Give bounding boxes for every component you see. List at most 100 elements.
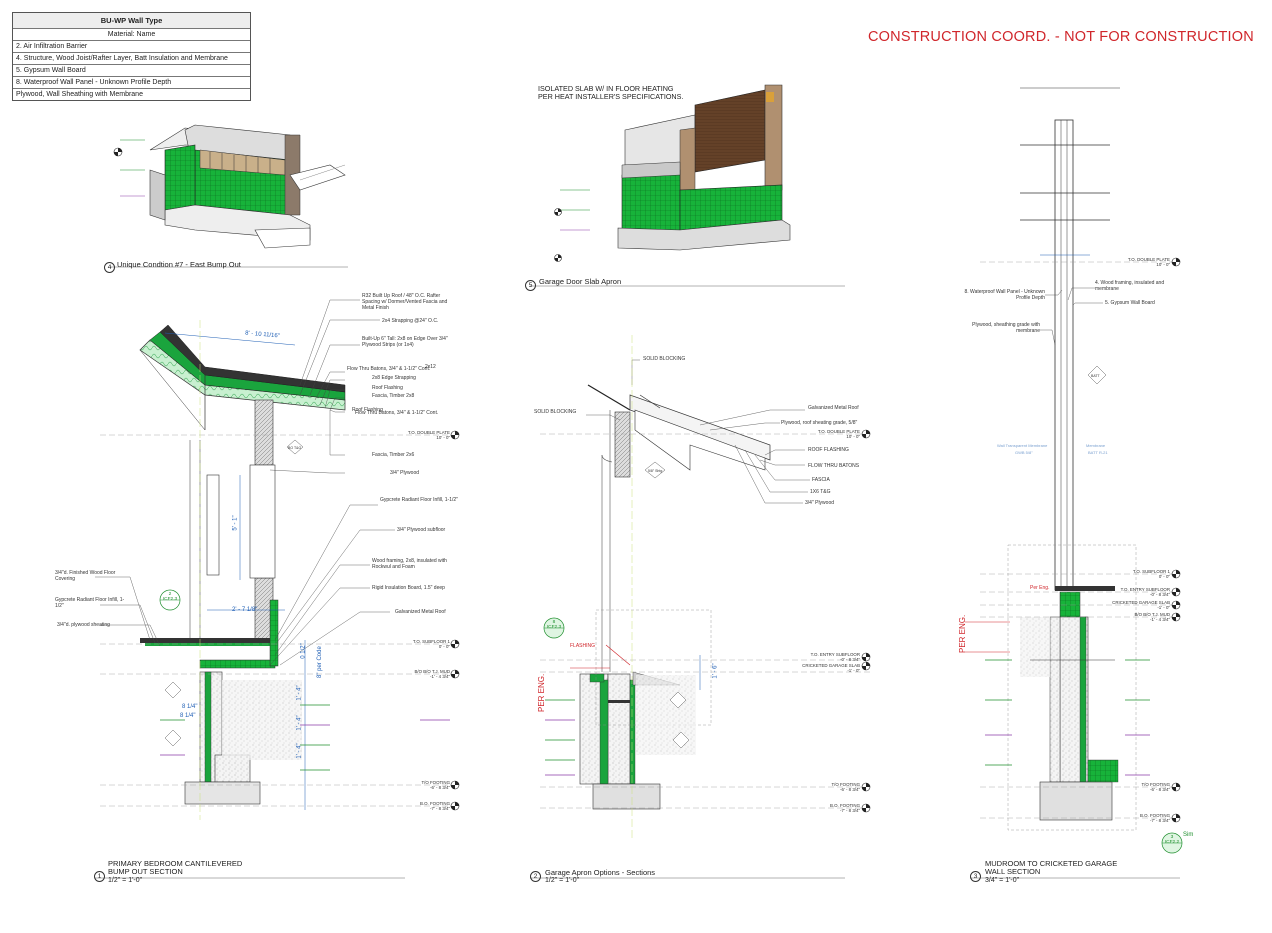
v2-note-tg: 1X6 T&G: [810, 489, 831, 495]
note-gypcrete: Gypcrete Radiant Floor Infill, 1-1/2": [380, 497, 458, 503]
diamond-label-3: BATT: [1091, 374, 1100, 378]
note-flow-batons: Flow Thru Batons, 3/4" & 1-1/2" Cont.: [347, 366, 431, 372]
v1-level-footing-bottom: B.O. FOOTING-7' - 8 3/4": [419, 801, 450, 811]
v1-level-footing-top: T/O FOOTING-6' - 8 3/4": [421, 780, 450, 790]
view-3-section: [965, 87, 1180, 879]
v3-note-plywood: Plywood, sheathing grade with membrane: [972, 322, 1040, 334]
note-rigid-insulation: Rigid Insulation Board, 1.5" deep: [372, 585, 445, 591]
note-plywood: 3/4" Plywood: [390, 470, 420, 476]
view-4-number: 4: [104, 262, 115, 273]
view-3-number: 3: [970, 871, 981, 882]
v3-faint-1: Wall Transparent Membrane: [997, 443, 1048, 448]
view-2-title: Garage Apron Options - Sections: [545, 868, 656, 877]
v3-note-wood-framing: 4. Wood framing, insulated and membrane: [1095, 280, 1165, 292]
dim-per-code: 8" per Code: [317, 646, 323, 678]
v3-per-eng-small: Per Eng.: [1030, 585, 1050, 591]
view-5-title: Garage Door Slab Apron: [539, 277, 622, 286]
v3-level-entry-subfloor: T.O. ENTRY SUBFLOOR-0' - 8 3/4": [1120, 587, 1170, 597]
v2-flashing-label: FLASHING: [570, 643, 596, 649]
v2-level-garage-slab: CRICKETED GARAGE SLAB-1' - 0": [802, 663, 860, 673]
v2-note-solid-blocking-1: SOLID BLOCKING: [534, 409, 577, 415]
v3-faint-2: GWB 5/8": [1015, 450, 1033, 455]
note-wood-framing: Wood framing, 2x8, insulated with Rockwu…: [372, 558, 447, 570]
v2-level-footing-bottom: B.O. FOOTING-7' - 8 3/4": [829, 803, 860, 813]
v3-note-waterproof-panel: 8. Waterproof Wall Panel - Unknown Profi…: [964, 289, 1046, 301]
view-2-scale: 1/2" = 1'-0": [545, 877, 580, 884]
v3-level-footing-bottom: B.O. FOOTING-7' - 8 3/4": [1139, 813, 1170, 823]
dim-half-inch: 0 1/2": [300, 643, 307, 659]
v3-faint-3: Membrane: [1086, 443, 1106, 448]
v3-faint-4: BATT R-21: [1088, 450, 1108, 455]
v2-note-roof-flashing: ROOF FLASHING: [808, 447, 849, 453]
note-subfloor: 3/4" Plywood subfloor: [397, 527, 446, 533]
view-3-title-line2: WALL SECTION: [985, 867, 1041, 876]
wall-type-legend: BU-WP Wall Type Material: Name 2. Air In…: [12, 12, 251, 101]
diamond-label-2: 5/8" Shtg: [648, 469, 663, 473]
note-fascia-2x6: Fascia, Timber 2x6: [372, 452, 415, 458]
v2-level-footing-top: T/O FOOTING-6' - 8 3/4": [831, 782, 860, 792]
v2-note-plywood: 3/4" Plywood: [805, 500, 835, 506]
view-2-number: 2: [530, 871, 541, 882]
diamond-label-1: BO T&G: [288, 446, 302, 450]
section-tags: [159, 589, 1183, 854]
v2-note-fascia: FASCIA: [812, 477, 830, 483]
legend-title: BU-WP Wall Type: [13, 13, 250, 28]
dim-wall-1: 8 1/4": [182, 704, 198, 710]
note-fascia-2x8: Fascia, Timber 2x8: [372, 393, 415, 399]
note-roof-flashing-2: Roof Flashing: [352, 407, 383, 413]
view-1-scale: 1/2" = 1'-0": [108, 877, 143, 884]
note-edge-strapping: 2x8 Edge Strapping: [372, 375, 416, 381]
view-3-scale: 3/4" = 1'-0": [985, 877, 1020, 884]
note-2x12: 2x12: [425, 364, 436, 370]
v2-level-entry-subfloor: T.O. ENTRY SUBFLOOR-0' - 8 3/4": [810, 652, 860, 662]
v2-per-eng: PER ENG.: [537, 673, 546, 712]
legend-header: Material: Name: [13, 28, 250, 40]
v3-level-mud: B/O B/O T.J. MUD-1' - 4 3/4": [1134, 612, 1170, 622]
legend-row: 4. Structure, Wood Joist/Rafter Layer, B…: [13, 52, 250, 64]
view-3-title-line1: MUDROOM TO CRICKETED GARAGE: [985, 859, 1118, 868]
note-galvanized-roof: Galvanized Metal Roof: [395, 609, 446, 615]
construction-banner: CONSTRUCTION COORD. - NOT FOR CONSTRUCTI…: [868, 29, 1254, 45]
view-5-note: ISOLATED SLAB W/ IN FLOOR HEATING PER HE…: [538, 84, 684, 101]
view-1-section: [95, 299, 460, 879]
note-gypcrete-left: Gypcrete Radiant Floor Infill, 1-1/2": [55, 597, 125, 609]
dim-floor-depth: 2' - 7 1/8": [232, 607, 258, 613]
view-5-isometric: [530, 84, 845, 287]
view-4-isometric: [110, 124, 348, 268]
legend-row: 8. Waterproof Wall Panel - Unknown Profi…: [13, 76, 250, 88]
dim-wall-2: 8 1/4": [180, 713, 196, 719]
view-1-title-line2: BUMP OUT SECTION: [108, 867, 183, 876]
view-1-number: 1: [94, 871, 105, 882]
dim-foundation-3: 1' - 4": [296, 743, 303, 759]
view-4-title: Unique Condtion #7 - East Bump Out: [117, 260, 241, 269]
dim-window-height: 5' - 1": [232, 515, 239, 531]
level-markers: [113, 147, 1181, 823]
v2-note-galvanized-roof: Galvanized Metal Roof: [808, 405, 859, 411]
view-1-title-line1: PRIMARY BEDROOM CANTILEVERED: [108, 859, 243, 868]
v1-level-mud: B/O B/O T.J. MUD-1' - 4 3/4": [414, 669, 450, 679]
note-roof-flashing: Roof Flashing: [372, 385, 403, 391]
v3-note-gypsum: 5. Gypsum Wall Board: [1105, 300, 1155, 306]
v2-dim: 1' - 6": [712, 663, 719, 679]
legend-row: 2. Air Infiltration Barrier: [13, 40, 250, 52]
dim-foundation-2: 1' - 4": [296, 715, 303, 731]
note-built-up: Built-Up 6" Tall: 2x8 on Edge Over 3/4" …: [362, 336, 448, 348]
legend-row: Plywood, Wall Sheathing with Membrane: [13, 88, 250, 100]
v3-per-eng: PER ENG.: [958, 614, 967, 653]
tag-sim: Sim: [1183, 832, 1194, 838]
v3-level-garage-slab: CRICKETED GARAGE SLAB-1' - 0": [1112, 600, 1170, 610]
v2-note-solid-blocking-2: SOLID BLOCKING: [643, 356, 686, 362]
note-roof-assembly: R32 Built Up Roof / 48" O.C. Rafter Spac…: [362, 293, 448, 311]
note-strapping: 2x4 Strapping @24" O.C.: [382, 318, 439, 324]
note-plywood-sheating: 3/4"d. plywood sheating: [57, 622, 110, 628]
note-wood-floor: 3/4"d. Finished Wood Floor Covering: [55, 570, 116, 582]
